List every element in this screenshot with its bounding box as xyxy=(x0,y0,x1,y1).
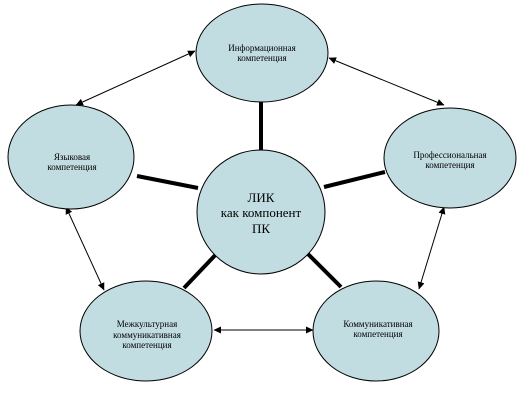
node-language[interactable] xyxy=(7,104,135,210)
node-center[interactable] xyxy=(196,149,326,275)
connector-center-language xyxy=(136,174,199,190)
arrow-intercultural-language xyxy=(65,206,105,291)
connector-center-communicative xyxy=(300,246,343,289)
node-communicative[interactable] xyxy=(312,280,440,382)
arrow-language-information xyxy=(75,50,196,106)
peer-arrows xyxy=(65,50,446,334)
node-intercultural[interactable] xyxy=(79,280,213,382)
node-professional[interactable] xyxy=(383,107,517,209)
arrow-professional-communicative xyxy=(417,206,446,290)
connector-center-professional xyxy=(323,170,386,189)
nodes xyxy=(7,3,517,382)
arrow-information-professional xyxy=(328,57,445,106)
node-information[interactable] xyxy=(195,3,329,103)
